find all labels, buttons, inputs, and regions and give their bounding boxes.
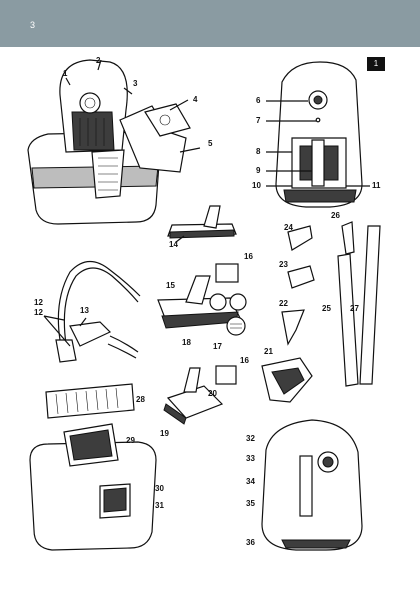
callout-8: 8 [256,147,261,156]
callout-31: 31 [155,501,164,510]
callout-25: 25 [322,304,331,313]
callout-12: 12 [34,308,43,317]
callout-16-second: 16 [240,356,249,365]
language-tab: 1 [367,57,385,71]
extension-tubes-illustration [337,221,381,387]
vacuum-body-open-illustration [27,59,201,225]
callout-23: 23 [279,260,288,269]
callout-15: 15 [166,281,175,290]
callout-32: 32 [246,434,255,443]
vacuum-front-view-illustration [29,423,157,551]
page-header-bar: 3 [0,0,420,47]
callout-20: 20 [208,389,217,398]
callout-13: 13 [80,306,89,315]
callout-36: 36 [246,538,255,547]
callout-35: 35 [246,499,255,508]
callout-24: 24 [284,223,293,232]
callout-33: 33 [246,454,255,463]
vacuum-rear-view-illustration [266,61,370,208]
callout-18: 18 [182,338,191,347]
callout-19: 19 [160,429,169,438]
callout-34: 34 [246,477,255,486]
callout-21: 21 [264,347,273,356]
vacuum-side-view-illustration [261,419,363,551]
callout-30: 30 [155,484,164,493]
callout-2: 2 [96,56,101,65]
callout-6: 6 [256,96,261,105]
page-number: 3 [30,20,36,30]
accessory-nozzles-illustration [261,225,315,403]
callout-29: 29 [126,436,135,445]
callout-17: 17 [213,342,222,351]
floor-nozzle-illustration [167,205,237,243]
turbo-nozzle-illustration [157,263,247,336]
callout-28: 28 [136,395,145,404]
callout-4: 4 [193,95,198,104]
callout-26: 26 [331,211,340,220]
exhaust-filter-illustration [45,383,135,419]
callout-3: 3 [133,79,138,88]
callout-22: 22 [279,299,288,308]
callout-1: 1 [63,69,68,78]
callout-9: 9 [256,166,261,175]
callout-10: 10 [252,181,261,190]
hard-floor-nozzle-illustration [163,365,237,425]
callout-14: 14 [169,240,178,249]
callout-11: 11 [372,181,381,190]
callout-27: 27 [350,304,359,313]
callout-16: 16 [244,252,253,261]
callout-7: 7 [256,116,261,125]
callout-12-second: 12 [34,298,43,307]
callout-5: 5 [208,139,213,148]
hose-illustration [43,260,141,363]
